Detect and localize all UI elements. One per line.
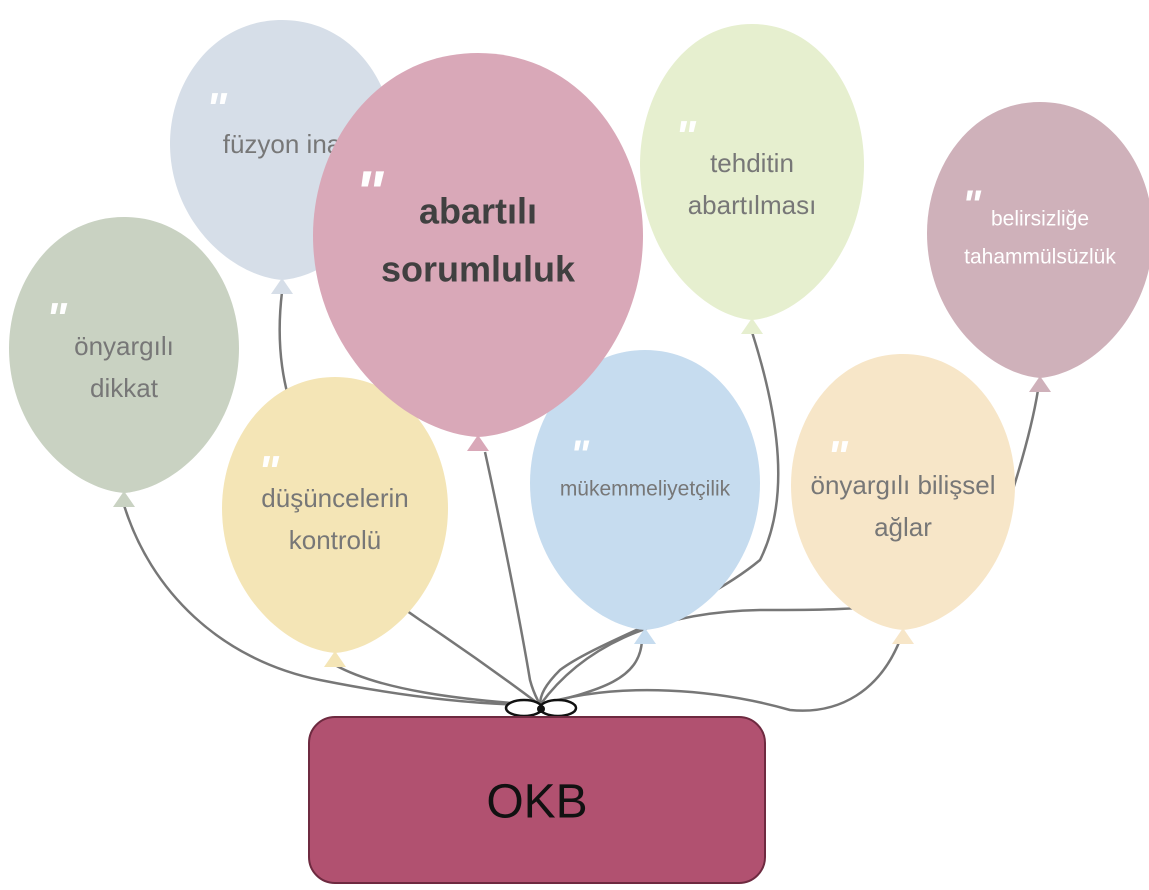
balloon-label-line: düşüncelerin	[261, 483, 408, 513]
ribbon-bow	[504, 698, 578, 718]
balloon-body	[313, 53, 643, 437]
balloon-label-line: füzyon ina	[223, 129, 342, 159]
balloon-label-line: sorumluluk	[381, 249, 576, 290]
quote-icon: "	[827, 432, 849, 481]
balloon-label-line: kontrolü	[289, 525, 382, 555]
string-onyargili-bilissel-aglar	[539, 639, 902, 712]
balloon-label-line: tahammülsüzlük	[964, 246, 1116, 269]
balloon-label-line: belirsizliğe	[991, 208, 1089, 231]
balloon-body	[927, 102, 1149, 378]
balloon-label-line: ağlar	[874, 512, 932, 542]
balloon-tehditin-abartilmasi: " tehditin abartılması	[640, 24, 864, 334]
bow-loop-left	[504, 698, 544, 718]
string-abartili-sorumluluk	[483, 451, 542, 706]
balloon-onyargili-dikkat: "önyargılı dikkat	[9, 217, 239, 507]
balloon-label-line: mükemmeliyetçilik	[560, 478, 731, 501]
okb-box-rect	[308, 716, 766, 884]
quote-icon: "	[962, 183, 982, 227]
balloon-onyargili-bilissel-aglar: "önyargılı bilişsel ağlar	[791, 354, 1015, 644]
quote-icon: "	[206, 84, 228, 133]
balloon-mukemmeliyetcilik: "mükemmeliyetçilik	[530, 350, 760, 644]
balloon-dusuncelerin-kontrolu: "düşüncelerin kontrolü	[222, 377, 448, 667]
balloon-label-line: abartılması	[688, 190, 817, 220]
balloons-group: "füzyon ina"önyargılıdikkat"düşüncelerin…	[9, 20, 1149, 667]
balloon-knot	[741, 318, 763, 334]
balloon-label-line: önyargılı bilişsel	[811, 470, 996, 500]
quote-icon: "	[258, 447, 280, 496]
bow-loop-right	[538, 698, 578, 718]
balloon-body	[222, 377, 448, 653]
balloon-body	[530, 350, 760, 630]
balloon-label-line: dikkat	[90, 373, 159, 403]
balloon-knot	[113, 491, 135, 507]
balloon-knot	[467, 435, 489, 451]
balloon-label-line: önyargılı	[74, 331, 174, 361]
balloon-label-line: abartılı	[419, 191, 537, 232]
quote-icon: "	[570, 433, 590, 477]
balloon-knot	[892, 628, 914, 644]
quote-icon: "	[46, 294, 68, 343]
balloon-knot	[1029, 376, 1051, 392]
balloon-knot	[324, 651, 346, 667]
quote-icon: "	[355, 159, 385, 226]
balloon-body	[791, 354, 1015, 630]
okb-label: OKB	[486, 776, 587, 829]
balloon-knot	[271, 278, 293, 294]
string-onyargili-dikkat	[122, 504, 541, 707]
balloon-knot	[634, 628, 656, 644]
balloon-body	[9, 217, 239, 493]
quote-icon: "	[675, 112, 697, 161]
balloon-body	[640, 24, 864, 320]
okb-box: OKB	[308, 716, 766, 884]
string-mukemmeliyetcilik	[539, 639, 644, 707]
balloon-abartili-sorumluluk: " abartılı sorumluluk	[313, 53, 643, 451]
bow-center	[537, 705, 545, 713]
balloon-belirsizlige-tahammulsuzluk: " belirsizliğe tahammülsüzlük	[927, 102, 1149, 392]
balloon-label-line: tehditin	[710, 148, 794, 178]
